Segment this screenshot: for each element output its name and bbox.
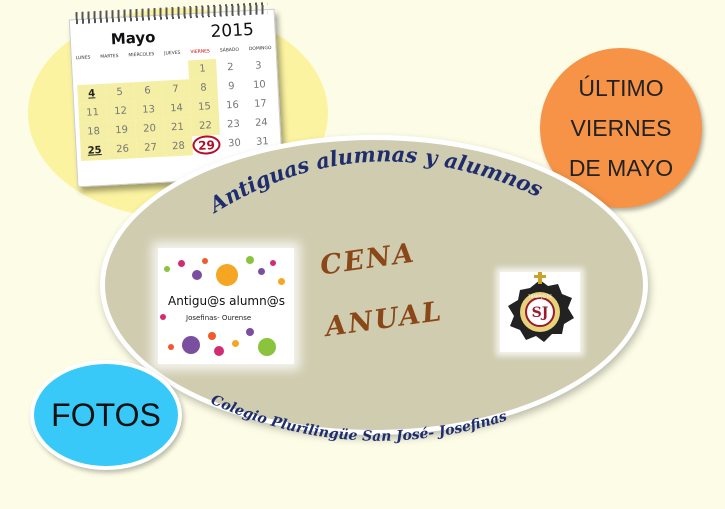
arc-bottom-text: Colegio Plurilingüe San José- Josefinas <box>208 392 509 445</box>
badge-line-1: ÚLTIMO <box>578 75 664 101</box>
badge-line-2: VIERNES <box>570 115 672 141</box>
alumni-logo-title: Antigu@s alumn@s <box>168 294 285 308</box>
badge-line-3: DE MAYO <box>568 155 674 181</box>
school-crest-logo: SJ TRABAJO FE <box>500 272 580 352</box>
svg-text:SJ: SJ <box>532 305 549 321</box>
arc-top-text: Antiguas alumnas y alumnos <box>203 141 547 218</box>
alumni-logo-subtitle: Josefinas- Ourense <box>186 314 252 322</box>
fotos-button[interactable]: FOTOS <box>30 360 182 470</box>
fotos-button-label: FOTOS <box>51 396 161 433</box>
alumni-logo: Antigu@s alumn@s Josefinas- Ourense <box>158 248 294 364</box>
last-friday-badge: ÚLTIMO VIERNES DE MAYO <box>540 48 702 208</box>
school-crest-icon: SJ TRABAJO FE <box>508 272 574 342</box>
crest-motto: TRABAJO FE <box>527 294 552 299</box>
